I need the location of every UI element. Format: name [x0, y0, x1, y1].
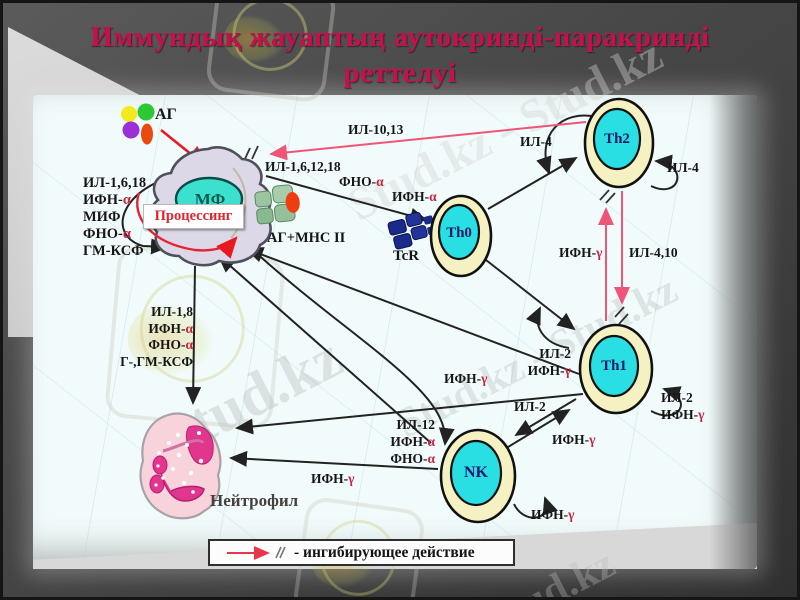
arrow-nk-th1: [507, 408, 571, 448]
nk-label: NK: [464, 464, 488, 481]
antigen-icon: [121, 103, 155, 145]
network-diagram: [121, 97, 682, 524]
cytokine-label: ИЛ-2: [514, 399, 546, 414]
cytokine-label: ИФН-γ: [661, 406, 705, 422]
arrow-th2-mf-inhibit: [269, 121, 587, 161]
cytokine-label: ФНО-α: [339, 174, 384, 189]
th0-th1-cytokines: ИЛ-2 ИФН-γ: [508, 346, 571, 379]
cytokine-label: ИФН-γ: [444, 371, 488, 386]
slide-title-line1: Иммундық жауаптың аутокринді-паракринді: [90, 21, 710, 53]
arrow-th0-th2: [487, 156, 578, 210]
antigen-label: АГ: [155, 106, 177, 123]
th1-label: Th1: [601, 358, 627, 374]
cytokine-label: ИЛ-2: [539, 346, 571, 361]
cytokine-label: ИЛ-10,13: [348, 122, 404, 137]
th2-label: Th2: [604, 131, 630, 147]
processing-arrow: [136, 192, 238, 259]
inhibition-ticks: [243, 145, 629, 325]
legend-box: - ингибирующее действие: [208, 539, 515, 566]
cytokine-arrows: [121, 114, 682, 519]
neutrophil-label: Нейтрофил: [210, 491, 299, 510]
panel-right-shadow: [709, 95, 757, 569]
th0-label: Th0: [446, 225, 472, 241]
cytokine-label: ИЛ-12: [396, 417, 435, 432]
cytokine-label: ИФН-γ: [559, 245, 603, 260]
th1-loop-cytokines: ИЛ-2 ИФН-γ: [661, 390, 704, 423]
cytokine-label: ИФН-γ: [552, 432, 596, 447]
mf-nk-cytokines: ИЛ-12 ИФН-α ФНО-α: [355, 416, 435, 467]
arrow-th1-selfloop: [650, 386, 682, 417]
mhc-receptor-icon: [254, 184, 300, 225]
mf-neutrophil-cytokines: ИЛ-1,8 ИФН-α ФНО-α Г-,ГМ-КСФ: [103, 304, 193, 370]
processing-box: Процессинг: [143, 204, 244, 229]
slide-title: Иммундық жауаптың аутокринді-паракринді …: [3, 19, 797, 91]
arrow-th1-nk: [514, 398, 577, 437]
cytokine-label: ИЛ-4,10: [629, 245, 678, 260]
arrow-nk-mf: [217, 254, 432, 444]
cytokine-label: ИЛ-4: [667, 160, 699, 175]
arrow-mf-neutrophil: [185, 265, 202, 405]
cytokine-label: ГМ-КСФ: [83, 243, 144, 259]
cytokine-label: ФНО-α: [390, 451, 435, 466]
arrow-th1-neutrophil: [235, 393, 584, 435]
arrow-th1-mf: [245, 247, 580, 375]
mf-autocrine-list: ИЛ-1,6,18 ИФН-α МИФ ФНО-α ГМ-КСФ: [83, 175, 146, 260]
arrow-th1-th0: [525, 306, 570, 349]
cytokine-label: ФНО-α: [83, 226, 131, 242]
cytokine-label: МИФ: [83, 209, 121, 225]
arrow-th0-th1: [485, 259, 576, 331]
arrow-nk-selfloop: [513, 496, 558, 519]
cytokine-label: ИФН-α: [148, 320, 193, 336]
neutrophil-cell: [139, 412, 222, 520]
cytokine-label: ИФН-α: [390, 434, 435, 449]
inhibition-arrows: [269, 121, 630, 321]
arrow-nk-neutrophil: [229, 450, 439, 470]
cytokine-label: ИФН-α: [392, 189, 437, 204]
arrow-th2-th0: [536, 114, 598, 175]
lymphocyte-cells: [429, 97, 655, 524]
arrow-th2-selfloop: [650, 154, 679, 191]
mhc-label: АГ+МНС II: [267, 230, 346, 246]
inhibition-arrow-icon: [227, 545, 286, 560]
cytokine-label: ИЛ-2: [661, 390, 693, 405]
cytokine-label: ИФН-γ: [527, 362, 571, 378]
legend-text: - ингибирующее действие: [294, 543, 475, 561]
slide-title-line2: реттелуі: [343, 57, 457, 89]
cytokine-label: ИФН-γ: [311, 471, 355, 486]
cytokine-label: Г-,ГМ-КСФ: [120, 353, 193, 369]
tcr-label: TcR: [393, 248, 420, 264]
arrow-mf-th0: [265, 175, 428, 224]
cytokine-label: ИЛ-1,8: [151, 304, 193, 319]
tcr-receptor-icon: [387, 211, 437, 250]
cytokine-label: ИФН-α: [83, 192, 131, 208]
cytokine-label: ИЛ-4: [520, 134, 552, 149]
cytokine-label: ФНО-α: [148, 337, 193, 352]
cytokine-label: ИФН-γ: [531, 507, 575, 522]
arrow-mf-nk: [252, 249, 455, 446]
cytokine-label: ИЛ-1,6,12,18: [265, 159, 341, 174]
cytokine-label: ИЛ-1,6,18: [83, 175, 147, 191]
